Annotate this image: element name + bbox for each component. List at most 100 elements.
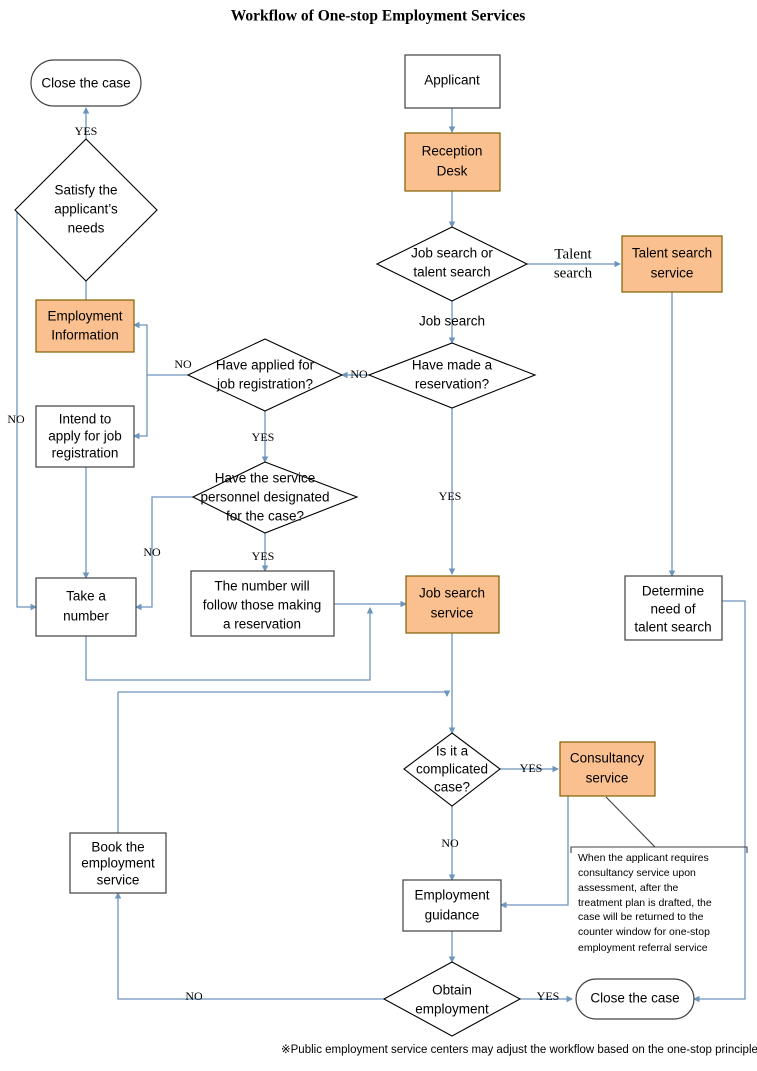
node-label-line-1: personnel designated (200, 490, 329, 505)
node-label-line-1: service (586, 771, 629, 786)
node-label-line-1: service (651, 266, 694, 281)
edge-label-yes-close-top: YES (75, 124, 98, 138)
edge-determine-close (692, 600, 746, 1003)
note-line-3: treatment plan is drafted, the (578, 897, 712, 909)
note-line-0: When the applicant requires (578, 852, 709, 864)
node-label-line-1: Desk (437, 164, 468, 179)
node-label: Close the case (41, 76, 130, 91)
node-number-follow[interactable]: The number will follow those making a re… (190, 570, 335, 637)
edge-applied-no-empinfo (132, 321, 188, 376)
node-label-line-2: service (97, 873, 140, 888)
node-determine-talent[interactable]: Determine need of talent search (624, 575, 723, 641)
edge-label-talent-search-a: Talent (554, 246, 592, 262)
node-label-line-0: Consultancy (570, 751, 645, 766)
edge-obtain-no-book (114, 891, 384, 1000)
node-job-search-service[interactable]: Job search service (405, 575, 500, 634)
node-label-line-0: Job search or (411, 246, 493, 261)
node-label-line-1: service (431, 606, 474, 621)
edge-loop-join-column (118, 690, 451, 698)
node-label-line-1: apply for job (48, 429, 122, 444)
node-label-line-2: for the case? (226, 509, 304, 524)
note-line-5: counter window for one-stop (578, 926, 710, 938)
edge-label-no-complicated-down: NO (441, 836, 459, 850)
node-take-number[interactable]: Take a number (35, 577, 137, 637)
node-consultancy-service[interactable]: Consultancy service (559, 741, 656, 797)
node-label-line-2: case? (434, 780, 470, 795)
node-label-line-0: Applicant (424, 73, 480, 88)
node-label-line-0: Is it a (436, 744, 469, 759)
node-intend-apply[interactable]: Intend to apply for job registration (35, 405, 135, 468)
node-label-line-0: Take a (66, 589, 106, 604)
edge-label-yes-obtain-right: YES (537, 989, 560, 1003)
edge-applied-no-intend (132, 375, 148, 440)
edge-label-yes-applied-down: YES (252, 430, 275, 444)
node-satisfy-needs[interactable]: Satisfy the applicant’s needs (14, 138, 158, 282)
node-label-line-0: The number will (214, 579, 309, 594)
node-service-personnel[interactable]: Have the service personnel designated fo… (191, 461, 359, 534)
node-label-line-0: Intend to (59, 412, 112, 427)
node-label-line-0: Job search (419, 586, 485, 601)
node-label-line-1: applicant’s (54, 202, 118, 217)
edge-label-yes-personnel-down: YES (252, 549, 275, 563)
footnote: ※Public employment service centers may a… (281, 1044, 757, 1056)
node-label-line-1: Information (51, 328, 119, 343)
node-label-line-0: Satisfy the (54, 183, 117, 198)
node-obtain-employment[interactable]: Obtain employment (382, 961, 522, 1037)
edge-label-yes-complicated-right: YES (520, 761, 543, 775)
node-label-line-0: Employment (47, 309, 122, 324)
node-label-line-0: Have made a (412, 358, 493, 373)
node-job-or-talent[interactable]: Job search or talent search (375, 226, 529, 302)
node-reception-desk[interactable]: Reception Desk (404, 132, 501, 192)
edge-labels: YES NO Talent search Job search NO NO YE… (7, 124, 592, 1003)
node-is-complicated[interactable]: Is it a complicated case? (403, 732, 501, 807)
node-label-line-1: guidance (425, 908, 480, 923)
node-close-case-top[interactable]: Close the case (30, 59, 142, 107)
node-label-line-2: talent search (634, 620, 711, 635)
node-label-line-1: job registration? (216, 377, 313, 392)
edge-label-no-satisfy-left: NO (7, 412, 25, 426)
node-label-line-2: registration (52, 446, 119, 461)
note-line-4: case will be returned to the (578, 911, 704, 923)
node-label-line-1: number (63, 609, 109, 624)
node-label-line-1: reservation? (415, 377, 489, 392)
node-close-case-bottom[interactable]: Close the case (575, 978, 695, 1020)
edge-consultancy-guidance (499, 796, 569, 909)
node-label-line-0: Reception (422, 144, 483, 159)
edge-label-no-personnel-left: NO (143, 545, 161, 559)
note-line-6: employment referral service (578, 942, 708, 954)
note-line-1: consultancy service upon (578, 867, 696, 879)
page-title: Workflow of One-stop Employment Services (231, 8, 525, 25)
edge-label-job-search: Job search (419, 314, 485, 329)
edge-personnel-no-takenumber (134, 496, 193, 611)
node-talent-search-service[interactable]: Talent search service (621, 235, 723, 293)
node-label-line-0: Have applied for (216, 358, 315, 373)
node-label-line-0: Talent search (632, 246, 712, 261)
node-employment-guidance[interactable]: Employment guidance (402, 879, 502, 932)
edge-label-no-obtain-left: NO (185, 989, 203, 1003)
node-have-reservation[interactable]: Have made a reservation? (367, 342, 537, 409)
node-label-line-1: talent search (413, 265, 490, 280)
edge-label-no-reservation-right: NO (350, 367, 368, 381)
node-label-line-1: employment (81, 856, 155, 871)
edge-label-talent-search-b: search (554, 265, 593, 281)
node-label: Close the case (590, 991, 679, 1006)
node-label-line-1: follow those making (203, 598, 322, 613)
node-label-line-2: needs (68, 221, 105, 236)
edge-takenumber-jobsearch (85, 606, 374, 681)
node-have-applied[interactable]: Have applied for job registration? (186, 338, 344, 412)
node-employment-information[interactable]: Employment Information (35, 299, 135, 353)
edge-satisfy-no-takenumber (16, 210, 38, 611)
edge-label-no-applied-left: NO (174, 357, 192, 371)
consultancy-note-callout: When the applicant requires consultancy … (570, 796, 748, 954)
node-label-line-0: Obtain (432, 983, 472, 998)
edge-label-yes-reservation-down: YES (439, 489, 462, 503)
node-applicant[interactable]: Applicant (404, 54, 501, 109)
node-label-line-0: Determine (642, 584, 704, 599)
node-label-line-1: complicated (416, 762, 488, 777)
node-label-line-1: employment (415, 1002, 489, 1017)
node-book-service[interactable]: Book the employment service (69, 832, 167, 894)
node-label-line-0: Employment (414, 888, 489, 903)
node-label-line-2: a reservation (223, 617, 301, 632)
node-label-line-1: need of (650, 602, 695, 617)
